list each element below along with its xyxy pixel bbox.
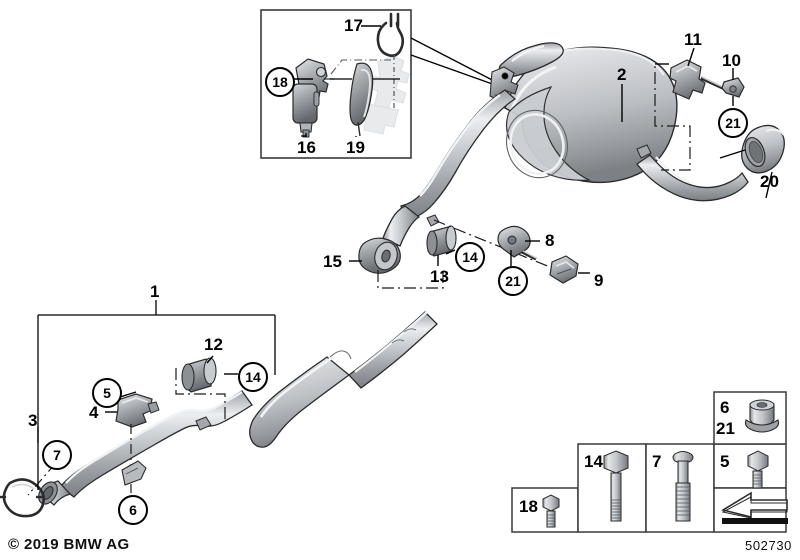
callout-18: 18 (265, 67, 295, 97)
legend-bolt-7 (672, 451, 694, 522)
assembly-line-14b (433, 219, 561, 272)
leader-12 (206, 355, 214, 364)
callout-6: 6 (118, 495, 148, 525)
callout-19: 19 (346, 138, 365, 157)
centre-silencer (249, 350, 352, 448)
assembly-line-15 (377, 270, 444, 289)
callout-15: 15 (323, 252, 342, 271)
callout-12: 12 (204, 335, 223, 354)
mid-pipe (400, 89, 517, 222)
muffler-hanger-tab (636, 144, 652, 159)
callout-9: 9 (594, 271, 604, 290)
part-12-bushing (181, 357, 217, 393)
part-13-sleeve (426, 225, 457, 257)
part-10-hanger-rod (700, 76, 745, 98)
part-16-actuator (292, 58, 334, 138)
callout-21a: 21 (718, 108, 748, 138)
callout-7: 7 (42, 440, 72, 470)
legend-label-7: 7 (652, 452, 662, 471)
callout-3: 3 (28, 411, 38, 430)
cat-outlet-pipe (348, 310, 438, 389)
legend-label-18: 18 (519, 497, 538, 516)
leader-20-point (719, 149, 746, 159)
hardware-legend-frames (511, 391, 787, 533)
part-15-rubber-mount (358, 237, 401, 274)
legend-bolt-5 (747, 450, 769, 489)
legend-nut-6-21 (744, 399, 780, 433)
part-8-hanger (497, 225, 537, 261)
legend-bolt-14 (603, 450, 629, 522)
copyright-notice: © 2019 BMW AG (8, 536, 130, 553)
muffler-outlet-pipe (636, 154, 749, 202)
part-9-mount (549, 255, 579, 284)
ghost-bracket (363, 55, 410, 135)
callout-17: 17 (344, 16, 363, 35)
part-20-tailpipe-tip (741, 124, 785, 174)
assembly-line-12 (175, 368, 226, 420)
legend-label-21: 21 (716, 419, 735, 438)
leader-11 (687, 47, 695, 67)
callout-5: 5 (92, 378, 122, 408)
callout-1: 1 (150, 282, 160, 301)
part-19-lever (349, 62, 374, 137)
part-11-bracket (669, 59, 706, 100)
leader-20 (765, 171, 773, 199)
legend-direction-arrow (720, 491, 788, 524)
detail-box-leader-lines (410, 37, 499, 87)
centre-pipe-tab (195, 416, 212, 431)
legend-bolt-18 (542, 494, 560, 528)
callout-14a: 14 (238, 362, 268, 392)
callout-2: 2 (617, 65, 627, 84)
callout-10: 10 (722, 51, 741, 70)
callout-4: 4 (89, 403, 99, 422)
part-17-spring-clip (376, 12, 405, 110)
callout-21b: 21 (498, 266, 528, 296)
diagram-part-number: 502730 (745, 538, 792, 553)
group-1-bracket (37, 300, 276, 443)
legend-label-5: 5 (720, 452, 730, 471)
leader-5 (119, 391, 137, 398)
pipe-clamp-6 (121, 460, 147, 486)
callout-14b: 14 (455, 242, 485, 272)
mid-pipe-tab (426, 214, 440, 227)
callout-8: 8 (545, 231, 555, 250)
legend-label-14: 14 (584, 452, 603, 471)
legend-label-6: 6 (720, 398, 730, 417)
callout-13: 13 (430, 267, 449, 286)
part-4-bracket (115, 393, 160, 428)
front-pipe-flange (38, 480, 72, 506)
part-2-rear-muffler (504, 46, 678, 184)
callout-11: 11 (684, 30, 702, 49)
callout-16: 16 (297, 138, 316, 157)
callout-20: 20 (760, 172, 779, 191)
leader-7 (27, 463, 56, 496)
